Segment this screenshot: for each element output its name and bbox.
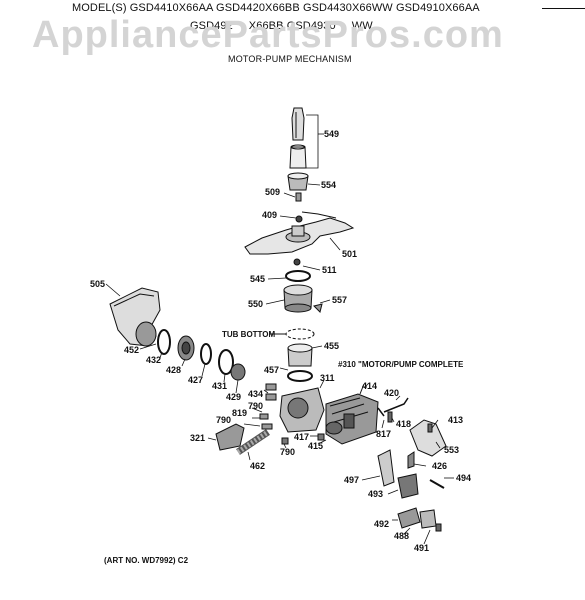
part-493-switch bbox=[397, 473, 419, 499]
tub-bottom-note: TUB BOTTOM bbox=[222, 330, 276, 339]
part-457-ring bbox=[287, 370, 313, 382]
label-457: 457 bbox=[264, 365, 280, 375]
label-790-top: 790 bbox=[248, 401, 264, 411]
label-557: 557 bbox=[332, 295, 348, 305]
part-545-ring bbox=[285, 270, 311, 282]
leader-lines bbox=[105, 114, 454, 545]
part-311-pump-body bbox=[279, 387, 325, 433]
label-462: 462 bbox=[250, 461, 266, 471]
label-509: 509 bbox=[265, 187, 281, 197]
part-409-washer bbox=[295, 215, 303, 223]
label-501: 501 bbox=[342, 249, 358, 259]
part-426-clip bbox=[407, 451, 415, 469]
label-790-bottom: 790 bbox=[280, 447, 296, 457]
label-321: 321 bbox=[190, 433, 206, 443]
part-429-impeller bbox=[230, 363, 246, 381]
part-492-cover bbox=[397, 507, 421, 529]
label-426: 426 bbox=[432, 461, 448, 471]
label-429: 429 bbox=[226, 392, 242, 402]
header-rule bbox=[542, 8, 585, 9]
label-488: 488 bbox=[394, 531, 410, 541]
label-550: 550 bbox=[248, 299, 264, 309]
part-431-ring bbox=[218, 349, 234, 375]
part-455-cylinder bbox=[287, 343, 313, 367]
label-455: 455 bbox=[324, 341, 340, 351]
part-554-nut bbox=[287, 172, 309, 191]
label-492: 492 bbox=[374, 519, 390, 529]
label-414: 414 bbox=[362, 381, 378, 391]
label-311: 311 bbox=[320, 373, 335, 383]
part-491-screw bbox=[435, 523, 442, 532]
models-line-2-part-b: X66BB GSD4930 bbox=[248, 20, 336, 32]
label-511: 511 bbox=[322, 265, 337, 275]
part-817-spring bbox=[377, 407, 385, 417]
label-415: 415 bbox=[308, 441, 324, 451]
part-428-impeller bbox=[177, 335, 195, 361]
part-434-coupling bbox=[265, 383, 277, 401]
models-line-1: MODEL(S) GSD4410X66AA GSD4420X66BB GSD44… bbox=[72, 2, 480, 14]
label-790-middle: 790 bbox=[216, 415, 232, 425]
label-418: 418 bbox=[396, 419, 412, 429]
label-432: 432 bbox=[146, 355, 162, 365]
label-427: 427 bbox=[188, 375, 204, 385]
label-452: 452 bbox=[124, 345, 140, 355]
label-505: 505 bbox=[90, 279, 106, 289]
part-509-screw bbox=[295, 192, 302, 202]
part-511 bbox=[293, 258, 301, 266]
part-427-ring bbox=[200, 343, 212, 365]
label-493: 493 bbox=[368, 489, 384, 499]
label-434: 434 bbox=[248, 389, 264, 399]
part-557-clip bbox=[313, 303, 323, 313]
label-420: 420 bbox=[384, 388, 400, 398]
label-417: 417 bbox=[294, 432, 310, 442]
part-488-terminal bbox=[419, 509, 437, 529]
part-819-spring bbox=[259, 413, 273, 430]
part-505-inlet-housing bbox=[109, 287, 161, 347]
part-497-bracket bbox=[377, 449, 395, 487]
models-line-2: GSD492 X66BB GSD4930 WW bbox=[190, 20, 373, 32]
label-494: 494 bbox=[456, 473, 472, 483]
tub-bottom-seal bbox=[270, 328, 315, 340]
motor-assembly bbox=[325, 393, 379, 445]
label-428: 428 bbox=[166, 365, 182, 375]
part-462-hose bbox=[236, 429, 270, 455]
part-414-bolt bbox=[359, 383, 365, 395]
label-409: 409 bbox=[262, 210, 278, 220]
label-431: 431 bbox=[212, 381, 228, 391]
watermark: AppliancePartsPros.com bbox=[32, 14, 504, 56]
part-417-nut bbox=[317, 433, 325, 441]
part-550-housing bbox=[283, 284, 313, 313]
models-line-2-part-c: WW bbox=[351, 20, 373, 32]
part-432-gasket bbox=[157, 329, 171, 355]
label-817: 817 bbox=[376, 429, 392, 439]
label-413: 413 bbox=[448, 415, 464, 425]
label-819: 819 bbox=[232, 408, 248, 418]
motor-pump-complete-note: #310 "MOTOR/PUMP COMPLETE bbox=[338, 360, 464, 369]
models-line-2-part-a: GSD492 bbox=[190, 20, 233, 32]
part-494-wire bbox=[429, 479, 445, 489]
label-553: 553 bbox=[444, 445, 460, 455]
part-549-spray-tube bbox=[289, 107, 307, 169]
label-491: 491 bbox=[414, 543, 430, 553]
part-321-bracket bbox=[215, 423, 245, 451]
art-number: (ART NO. WD7992) C2 bbox=[104, 556, 189, 565]
part-790-clamp bbox=[281, 437, 289, 445]
label-549: 549 bbox=[324, 129, 340, 139]
part-420-rod bbox=[383, 397, 409, 413]
part-418-bolt bbox=[387, 411, 393, 423]
label-497: 497 bbox=[344, 475, 360, 485]
part-553-mounting-bracket bbox=[409, 419, 447, 457]
label-554: 554 bbox=[321, 180, 337, 190]
diagram-subtitle: MOTOR-PUMP MECHANISM bbox=[228, 54, 352, 64]
label-545: 545 bbox=[250, 274, 266, 284]
part-501-lower-spray-arm bbox=[244, 211, 355, 255]
